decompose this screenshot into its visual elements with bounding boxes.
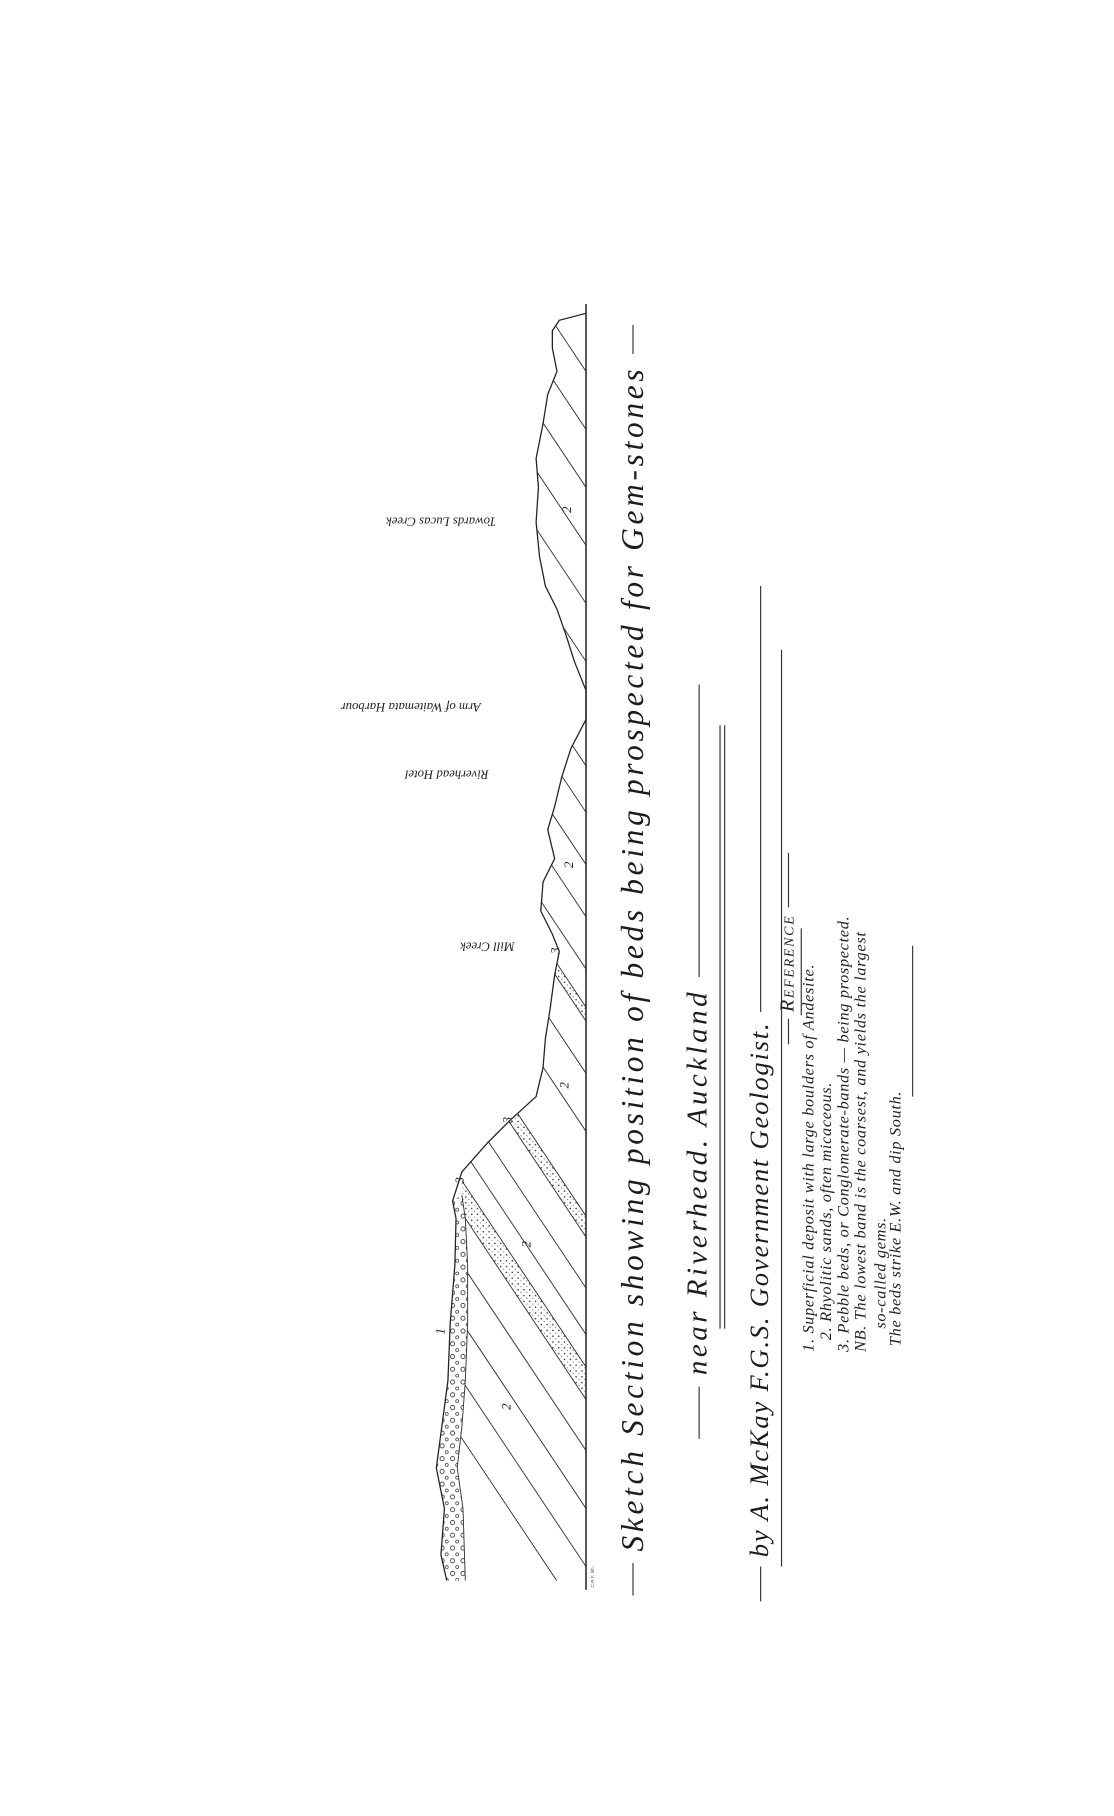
stratum-label: 2 (500, 1403, 514, 1410)
bedding-line (457, 1129, 587, 1400)
divider (697, 684, 700, 978)
legend-strike-dip: The beds strike E.W. and dip South. (887, 1090, 906, 1347)
place-label-riverhead-hotel: Riverhead Hotel (404, 768, 489, 782)
author-row: by A. McKay F.G.S. Government Geologist. (744, 586, 775, 1602)
bedding-line (457, 313, 587, 430)
divider (759, 586, 761, 1013)
bedding-line (457, 313, 587, 372)
legend-end-rule (912, 945, 914, 1097)
bedding-line (457, 1180, 587, 1451)
conglomerate-band (457, 1097, 587, 1400)
ground-surface-line (435, 312, 587, 1581)
bedding-line (457, 1064, 587, 1335)
double-underline (719, 725, 721, 1329)
bedding-line (457, 1238, 587, 1509)
place-label-waitemata-harbour: Arm of Waitemata Harbour (341, 700, 482, 714)
stratum-label: 3 (453, 1177, 467, 1184)
stratum-label: 2 (519, 1240, 533, 1247)
divider (632, 1563, 634, 1596)
legend-item-3: 3. Pebble beds, or Conglomerate-bands — … (835, 915, 853, 1352)
bedding-line (457, 1354, 587, 1581)
stratum-label: 2 (558, 1081, 572, 1088)
subtitle-row: near Riverhead. Auckland (682, 684, 714, 1439)
title-row: Sketch Section showing position of beds … (615, 324, 651, 1596)
divider (787, 1018, 789, 1045)
reference-heading: Reference (776, 914, 799, 1012)
legend-item-1: 1. Superficial deposit with large boulde… (800, 963, 819, 1352)
draughtsman-mark: C.R.F. lith. (590, 1566, 595, 1587)
divider (759, 1566, 761, 1602)
stratum-label: 3 (501, 1117, 515, 1124)
divider (632, 324, 634, 355)
bedding-line (457, 1017, 587, 1289)
reference-heading-row: Reference (776, 852, 799, 1045)
legend-note: NB. The lowest band is the coarsest, and… (852, 931, 871, 1352)
stratum-label: 3 (548, 947, 562, 954)
double-underline (724, 725, 726, 1329)
stratum-label: 2 (560, 506, 574, 513)
stratum-label: 1 (433, 1328, 447, 1334)
place-label-lucas-creek: Towards Lucas Creek (386, 515, 496, 529)
bedding-line (457, 1096, 587, 1368)
author: by A. McKay F.G.S. Government Geologist. (744, 1021, 774, 1558)
legend-item-2: 2. Rhyolitic sands, often micaceous. (818, 1081, 836, 1341)
place-label-mill-creek: Mill Creek (460, 939, 516, 953)
stratum-label: 2 (562, 861, 576, 868)
bedding-line (457, 1296, 587, 1567)
deposit-base-line (456, 1195, 469, 1581)
divider (697, 1386, 700, 1439)
subtitle: near Riverhead. Auckland (682, 988, 714, 1376)
page-title: Sketch Section showing position of beds … (615, 365, 650, 1552)
author-underline (780, 649, 783, 1567)
divider (787, 852, 789, 908)
